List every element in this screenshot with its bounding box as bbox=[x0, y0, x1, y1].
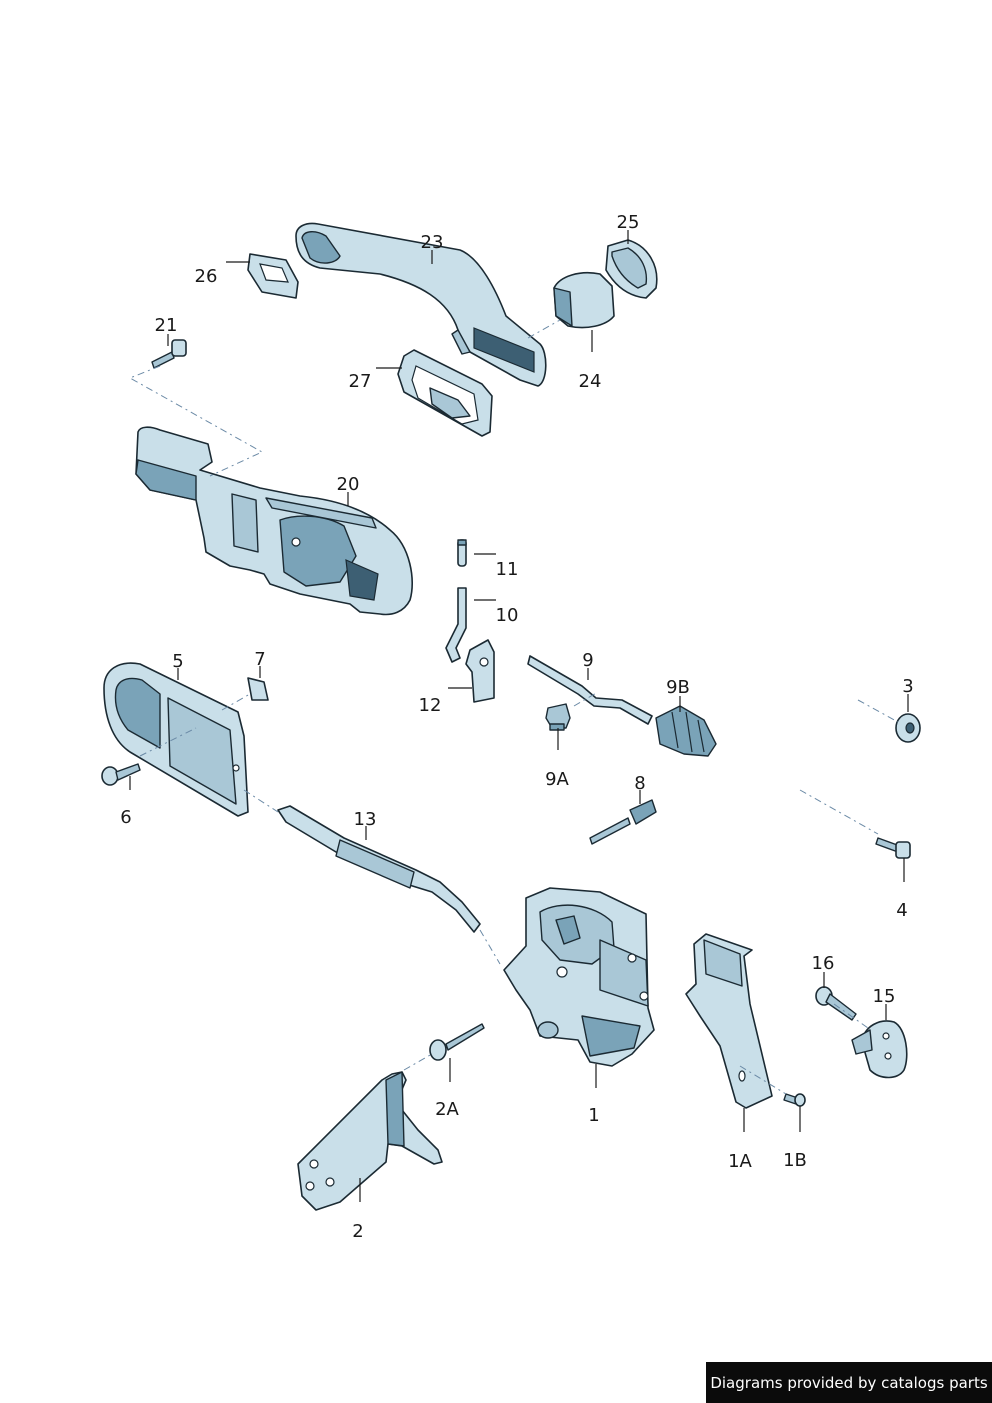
part-12-bracket bbox=[465, 639, 495, 703]
part-3-grommet bbox=[895, 713, 921, 743]
callout-2A: 2A bbox=[435, 1099, 459, 1120]
part-2A-rivet bbox=[429, 1023, 485, 1061]
callout-labels: 23 25 26 24 27 21 20 11 10 12 9 9B 9A 3 … bbox=[120, 212, 913, 1242]
credit-text: Diagrams provided by catalogs parts bbox=[710, 1373, 988, 1392]
callout-5: 5 bbox=[172, 651, 183, 672]
part-8-plunger bbox=[589, 799, 657, 845]
callout-4: 4 bbox=[896, 900, 907, 921]
callout-25: 25 bbox=[617, 212, 640, 233]
part-9A-clip bbox=[545, 703, 571, 731]
part-4-bolt bbox=[875, 837, 911, 859]
callout-20: 20 bbox=[337, 474, 360, 495]
callout-7: 7 bbox=[254, 649, 265, 670]
part-1-door-lock bbox=[503, 887, 655, 1067]
callout-24: 24 bbox=[579, 371, 602, 392]
part-9-rod bbox=[527, 655, 653, 725]
callout-11: 11 bbox=[496, 559, 519, 580]
part-5-handle-housing bbox=[103, 662, 249, 817]
callout-13: 13 bbox=[354, 809, 377, 830]
assembly-guides bbox=[128, 319, 899, 1095]
callout-15: 15 bbox=[873, 986, 896, 1007]
leader-lines bbox=[129, 230, 909, 1202]
part-27-base-gasket bbox=[397, 349, 493, 437]
part-15-striker bbox=[851, 1020, 908, 1079]
callout-1A: 1A bbox=[728, 1151, 752, 1172]
callout-23: 23 bbox=[421, 232, 444, 253]
callout-9A: 9A bbox=[545, 769, 569, 790]
callout-2: 2 bbox=[352, 1221, 363, 1242]
part-1A-plate bbox=[685, 933, 773, 1109]
callout-1B: 1B bbox=[783, 1150, 807, 1171]
callout-6: 6 bbox=[120, 807, 131, 828]
callout-1: 1 bbox=[588, 1105, 599, 1126]
part-26-handle-seal bbox=[247, 253, 299, 299]
part-1B-screw bbox=[783, 1093, 806, 1107]
part-7-clip bbox=[247, 677, 269, 701]
credit-banner: Diagrams provided by catalogs parts bbox=[706, 1362, 992, 1403]
callout-9B: 9B bbox=[666, 677, 690, 698]
callout-26: 26 bbox=[195, 266, 218, 287]
part-20-handle-carrier bbox=[135, 426, 413, 616]
callout-8: 8 bbox=[634, 773, 645, 794]
part-11-pin bbox=[457, 539, 467, 567]
part-25-cap-gasket bbox=[605, 239, 658, 299]
part-13-cable bbox=[277, 805, 481, 933]
part-23-door-handle bbox=[295, 222, 547, 387]
callout-27: 27 bbox=[349, 371, 372, 392]
part-6-screw bbox=[101, 763, 141, 786]
callout-21: 21 bbox=[155, 315, 178, 336]
callout-3: 3 bbox=[902, 676, 913, 697]
callout-10: 10 bbox=[496, 605, 519, 626]
part-9B-boot bbox=[655, 705, 717, 757]
part-21-screw bbox=[151, 339, 187, 369]
part-10-lever-rod bbox=[445, 587, 467, 663]
callout-16: 16 bbox=[812, 953, 835, 974]
callout-9: 9 bbox=[582, 650, 593, 671]
part-24-handle-cap bbox=[553, 272, 615, 329]
part-2-bracket bbox=[297, 1071, 443, 1211]
callout-12: 12 bbox=[419, 695, 442, 716]
